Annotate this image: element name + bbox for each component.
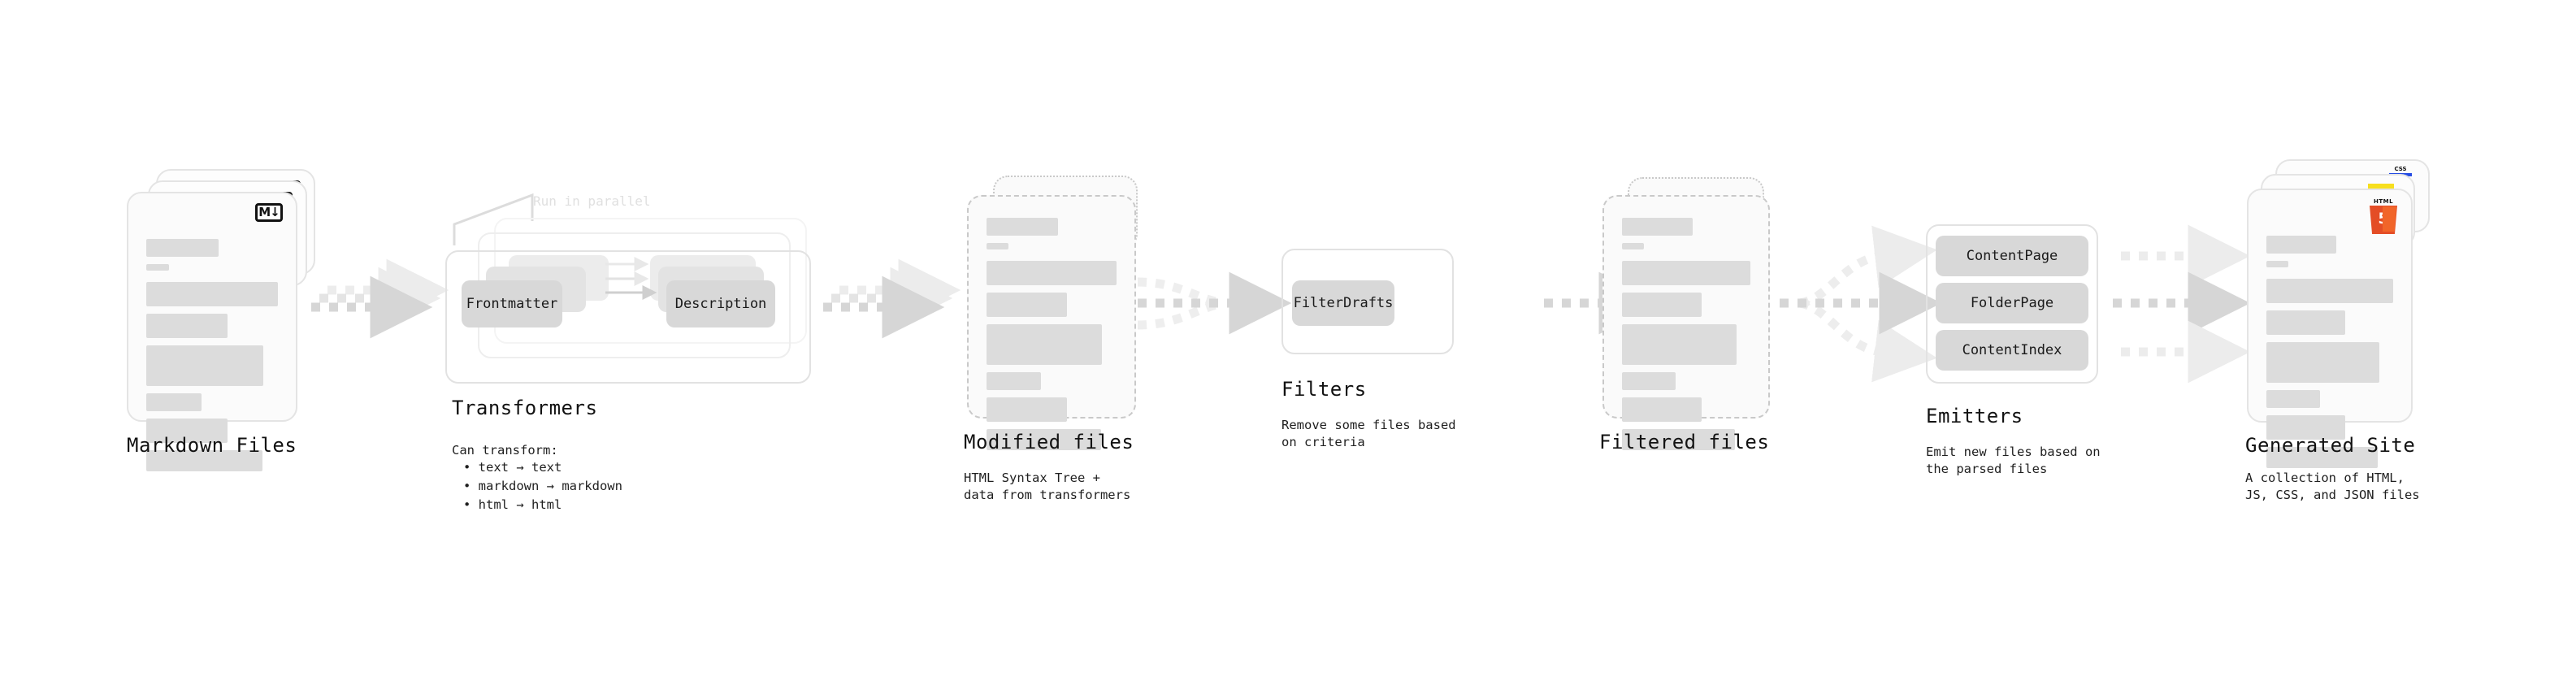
placeholder-bar [1622,372,1676,390]
placeholder-bar [146,345,264,386]
transformer-group-front[interactable] [445,250,811,384]
file-content-placeholder [1622,218,1750,450]
placeholder-bar [987,397,1068,422]
stage-caption-modified-files: HTML Syntax Tree + data from transformer… [964,471,1131,502]
placeholder-bar [1622,397,1702,422]
arrow-modified-to-filters [1137,271,1292,335]
placeholder-bar [987,429,1101,450]
placeholder-bar [2266,342,2379,383]
transformer-inner-arrows [605,257,657,300]
arrow-markdown-to-transformers [311,258,449,339]
run-in-parallel-label: Run in parallel [533,193,651,209]
placeholder-bar [1622,261,1750,285]
css-label: CSS [2394,166,2407,172]
placeholder-bar [146,239,219,257]
generated-file-front[interactable]: HTML [2247,189,2413,468]
placeholder-bar [146,264,169,271]
stage-title-modified-files: Modified files [964,431,1134,453]
placeholder-bar [146,450,262,471]
placeholder-bar [1622,243,1644,249]
filters-group[interactable] [1281,249,1454,354]
filtered-file-front[interactable] [1602,195,1770,450]
placeholder-bar [2266,310,2345,335]
modified-file-front[interactable] [967,195,1136,450]
transformer-bullet-html: • html → html [463,497,562,512]
stage-title-filters: Filters [1281,378,1367,401]
arrow-emitters-to-site [2113,224,2251,384]
stage-title-generated-site: Generated Site [2245,434,2416,457]
placeholder-bar [2266,279,2393,303]
arrow-transformers-to-modified [823,258,961,339]
file-content-placeholder [2266,236,2393,468]
markdown-icon: M↓ [255,203,283,222]
placeholder-bar [987,243,1009,249]
emitter-chip-contentindex[interactable]: ContentIndex [1936,330,2088,371]
placeholder-bar [987,324,1103,365]
placeholder-bar [1622,429,1736,450]
arrow-filtered-to-emitters [1780,225,1942,383]
placeholder-bar [2266,236,2336,254]
emitter-chip-contentpage[interactable]: ContentPage [1936,236,2088,276]
transformer-chip-description[interactable]: Description [666,280,775,327]
html5-icon: HTML [2369,198,2398,234]
placeholder-bar [2266,390,2320,408]
filter-chip-filterdrafts[interactable]: FilterDrafts [1292,280,1394,326]
file-content-placeholder [146,239,278,471]
placeholder-bar [1622,324,1737,365]
placeholder-bar [146,393,202,411]
stage-caption-transformers: Can transform: [452,443,558,458]
file-content-placeholder [987,218,1117,450]
markdown-file-front[interactable]: M↓ [127,192,297,471]
placeholder-bar [987,372,1042,390]
transformer-chip-frontmatter[interactable]: Frontmatter [462,280,562,327]
placeholder-bar [2266,415,2345,440]
stage-caption-emitters: Emit new files based on the parsed files [1926,445,2101,476]
placeholder-bar [146,419,228,443]
placeholder-bar [987,261,1117,285]
placeholder-bar [146,314,228,338]
stage-caption-filters: Remove some files based on criteria [1281,418,1456,449]
emitter-chip-folderpage[interactable]: FolderPage [1936,283,2088,323]
emitters-group[interactable] [1926,224,2098,384]
placeholder-bar [1622,218,1693,236]
placeholder-bar [2266,261,2288,267]
transformer-bullet-text: • text → text [463,460,562,475]
parallel-bracket [453,193,534,245]
placeholder-bar [146,282,278,306]
stage-caption-generated-site: A collection of HTML, JS, CSS, and JSON … [2245,471,2420,502]
placeholder-bar [1622,293,1702,317]
html5-label: HTML [2373,198,2394,205]
placeholder-bar [987,218,1058,236]
placeholder-bar [2266,447,2379,468]
stage-title-emitters: Emitters [1926,405,2023,427]
transformer-bullet-markdown: • markdown → markdown [463,479,622,493]
placeholder-bar [987,293,1068,317]
stage-title-transformers: Transformers [452,397,598,419]
stage-title-filtered-files: Filtered files [1599,431,1770,453]
html5-shield-inner [2383,206,2396,232]
stage-title-markdown-files: Markdown Files [127,434,297,457]
